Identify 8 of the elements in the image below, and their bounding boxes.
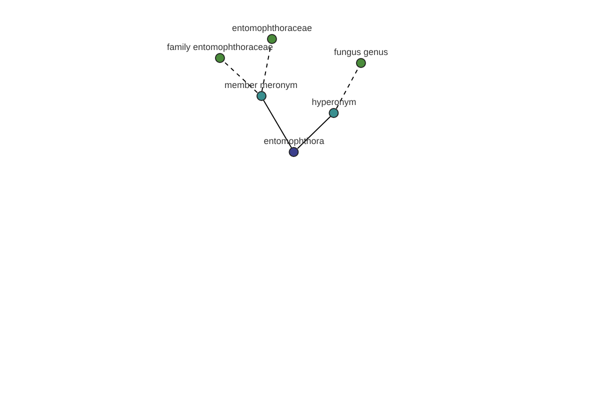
node-label: hyperonym	[312, 97, 356, 108]
node-label: entomophthoraceae	[232, 23, 312, 34]
node-label: family entomophthoraceae	[166, 42, 274, 53]
node-label: member meronym	[224, 80, 298, 91]
node-label: fungus genus	[334, 47, 388, 58]
connector-line	[263, 100, 292, 148]
connector-line	[297, 116, 331, 149]
connector-line	[223, 60, 258, 94]
